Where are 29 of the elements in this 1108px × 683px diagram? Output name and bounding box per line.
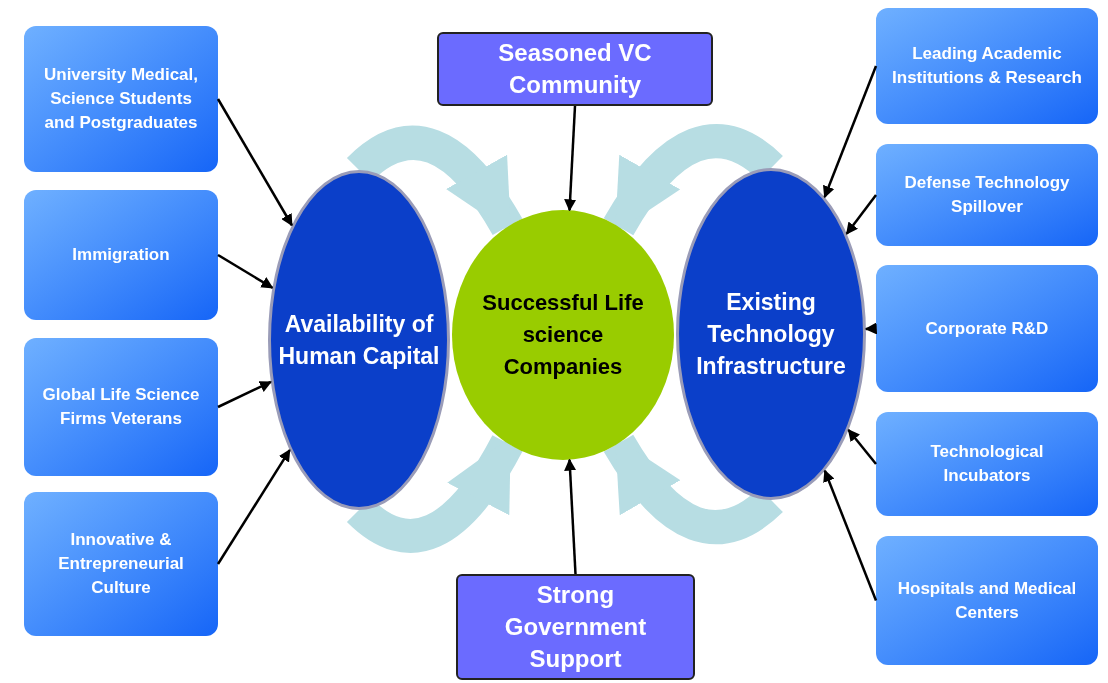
arrow bbox=[845, 194, 877, 235]
driver-box: Strong Government Support bbox=[456, 574, 695, 680]
core-ellipse: Successful Life science Companies bbox=[452, 210, 674, 460]
factor-box: Defense Technology Spillover bbox=[876, 144, 1098, 246]
factor-box: Technological Incubators bbox=[876, 412, 1098, 516]
arrow bbox=[216, 449, 291, 565]
factor-box: University Medical, Science Students and Postgraduates bbox=[24, 26, 218, 172]
arrow bbox=[217, 253, 274, 289]
curved-arrow bbox=[347, 126, 523, 236]
pillar-ellipse: Existing Technology Infrastructure bbox=[676, 168, 866, 500]
factor-box: Corporate R&D bbox=[876, 265, 1098, 392]
pillar-ellipse: Availability of Human Capital bbox=[268, 170, 450, 510]
factor-box: Immigration bbox=[24, 190, 218, 320]
curved-arrow bbox=[604, 124, 783, 236]
factor-box: Leading Academic Institutions & Research bbox=[876, 8, 1098, 124]
arrow bbox=[564, 458, 577, 575]
arrow bbox=[217, 380, 272, 409]
factor-box: Global Life Science Firms Veterans bbox=[24, 338, 218, 476]
arrow bbox=[864, 322, 878, 335]
curved-arrow bbox=[604, 434, 783, 544]
arrow bbox=[564, 105, 577, 212]
arrow bbox=[216, 98, 293, 227]
arrow bbox=[847, 429, 877, 465]
factor-box: Hospitals and Medical Centers bbox=[876, 536, 1098, 665]
arrow bbox=[823, 65, 878, 199]
arrow bbox=[823, 469, 878, 601]
curved-arrow bbox=[347, 434, 523, 553]
factor-box: Innovative & Entrepreneurial Culture bbox=[24, 492, 218, 636]
driver-box: Seasoned VC Community bbox=[437, 32, 713, 106]
